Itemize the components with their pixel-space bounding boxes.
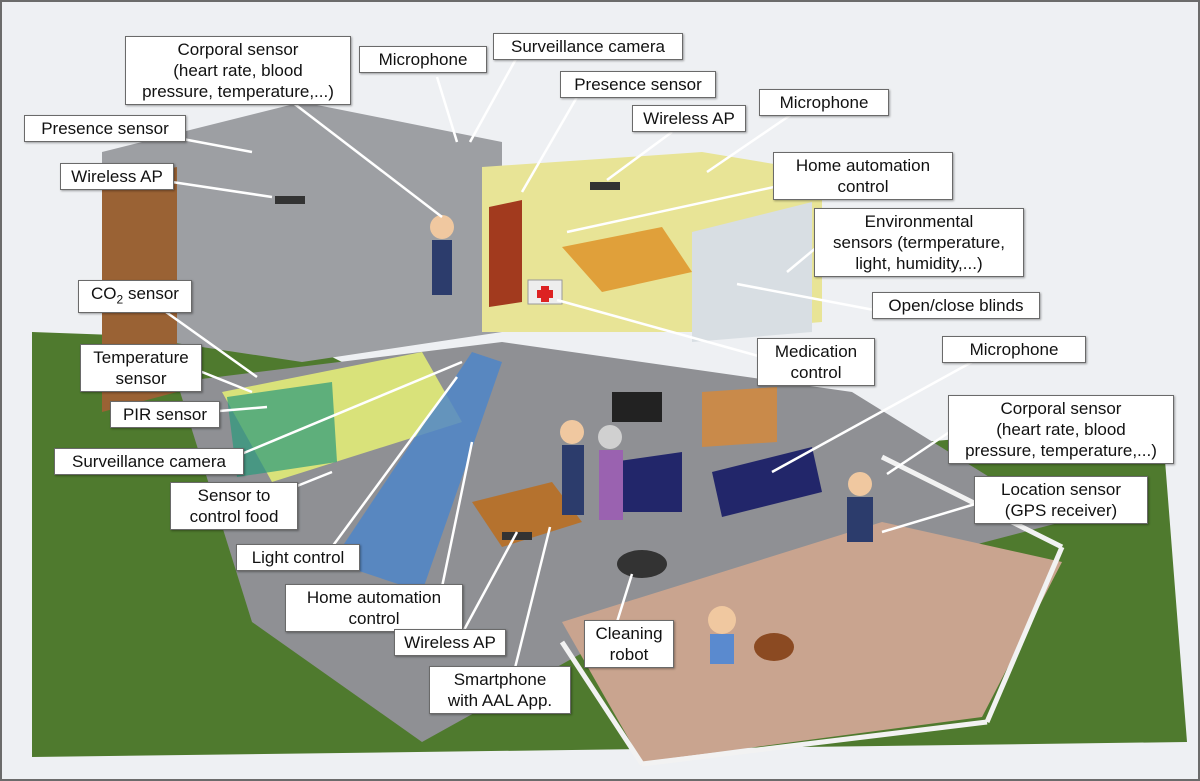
open-close-blinds-label: Open/close blinds [872,292,1040,319]
person-head [598,425,622,449]
cleaning-robot [617,550,667,578]
light-control-label: Light control [236,544,360,571]
bunk-bed [562,227,692,292]
person-body [562,445,584,515]
light-beam [332,352,502,592]
person-wheelchair [847,497,873,542]
co2-sensor-label: CO2 sensor [78,280,192,314]
window [692,202,812,342]
location-sensor-label: Location sensor(GPS receiver) [974,476,1148,524]
presence-sensor-label: Presence sensor [560,71,716,98]
medical-cross-icon [537,286,553,302]
dining-table [472,482,582,547]
terrace-railing [559,454,1065,767]
terrace [562,522,1062,762]
callout-lines [151,56,983,673]
kitchen-glass [227,382,337,477]
wireless-ap-label: Wireless AP [60,163,174,190]
person-head [430,215,454,239]
person-head [560,420,584,444]
wireless-ap-label: Wireless AP [632,105,746,132]
fireplace [702,387,777,447]
wireless-ap-device [502,532,532,540]
bathroom-wall [102,102,502,362]
dog [754,633,794,661]
door [489,200,522,307]
child-body [710,634,734,664]
presence-sensor-label: Presence sensor [24,115,186,142]
person-body [599,450,623,520]
person-body [432,240,452,295]
surveillance-camera-label: Surveillance camera [54,448,244,475]
armchair [612,452,682,512]
sofa [712,447,822,517]
surveillance-camera-label: Surveillance camera [493,33,683,60]
child-head [708,606,736,634]
tv [612,392,662,422]
microphone-label: Microphone [759,89,889,116]
person-head [848,472,872,496]
pir-sensor-label: PIR sensor [110,401,220,428]
wireless-ap-device [590,182,620,190]
microphone-label: Microphone [942,336,1086,363]
wireless-ap-label: Wireless AP [394,629,506,656]
microphone-label: Microphone [359,46,487,73]
wireless-ap-device [275,196,305,204]
